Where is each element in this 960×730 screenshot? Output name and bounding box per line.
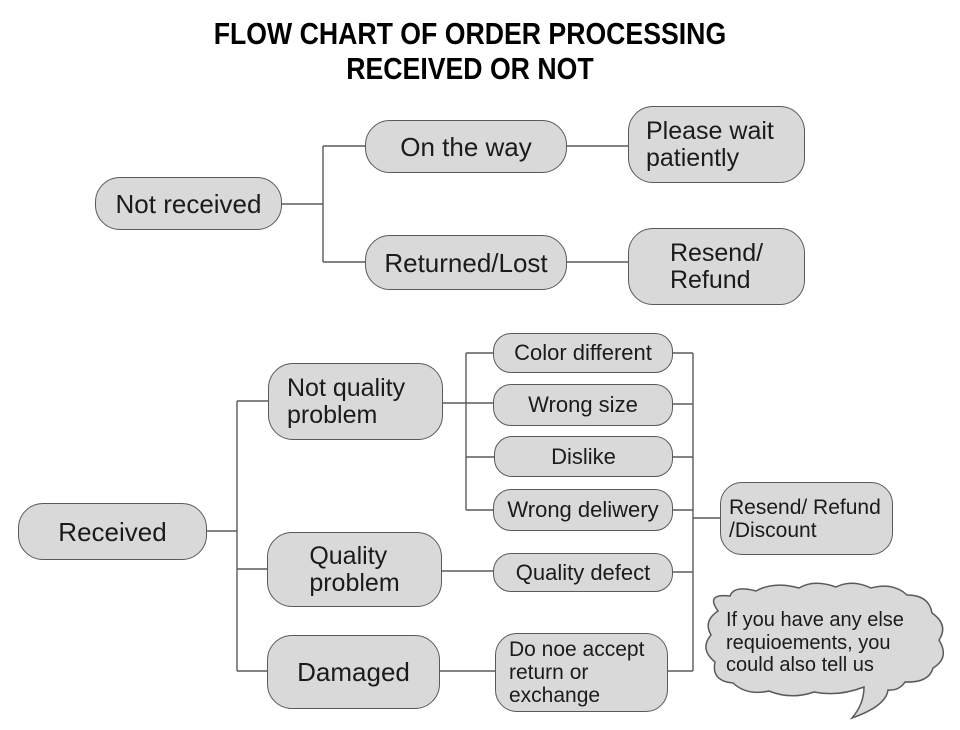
node-returned-lost: Returned/Lost [365,235,567,290]
node-wrong-size: Wrong size [493,384,673,426]
node-color-different: Color different [493,333,673,373]
node-label: Not received [115,188,262,219]
node-wrong-deliwery: Wrong deliwery [493,489,673,531]
node-dislike: Dislike [494,436,673,477]
node-please-wait-patiently: Please wait patiently [628,106,805,183]
page-title-text: FLOW CHART OF ORDER PROCESSING RECEIVED … [213,16,727,86]
node-label: Resend/ Refund /Discount [729,495,881,542]
speech-bubble-text: If you have any else requioements, you c… [726,609,904,676]
node-label: Color different [514,340,652,365]
node-resend-refund: Resend/ Refund [628,228,805,305]
node-label: Resend/ Refund [669,238,764,294]
node-label: Please wait patiently [646,116,774,172]
node-resend-refund-discount: Resend/ Refund /Discount [720,482,893,555]
node-label: On the way [400,131,532,162]
node-label: Quality problem [309,541,400,597]
node-label: Wrong deliwery [507,497,659,522]
node-label: Do noe accept return or exchange [509,638,645,707]
node-label: Received [58,516,167,547]
node-not-received: Not received [95,177,282,230]
node-label: Damaged [297,657,410,687]
node-label: Returned/Lost [384,247,548,278]
node-label: Not quality problem [287,373,406,429]
node-damaged: Damaged [267,635,440,709]
node-on-the-way: On the way [365,120,567,173]
node-not-quality-problem: Not quality problem [268,363,443,440]
node-quality-problem: Quality problem [267,532,442,607]
page-title: FLOW CHART OF ORDER PROCESSING RECEIVED … [0,16,950,86]
speech-bubble-shape [705,582,945,720]
node-label: Dislike [551,443,616,469]
node-do-not-accept-return: Do noe accept return or exchange [495,633,668,712]
node-label: Quality defect [515,559,651,585]
node-quality-defect: Quality defect [493,553,673,592]
node-received: Received [18,503,207,560]
node-label: Wrong size [528,392,638,417]
